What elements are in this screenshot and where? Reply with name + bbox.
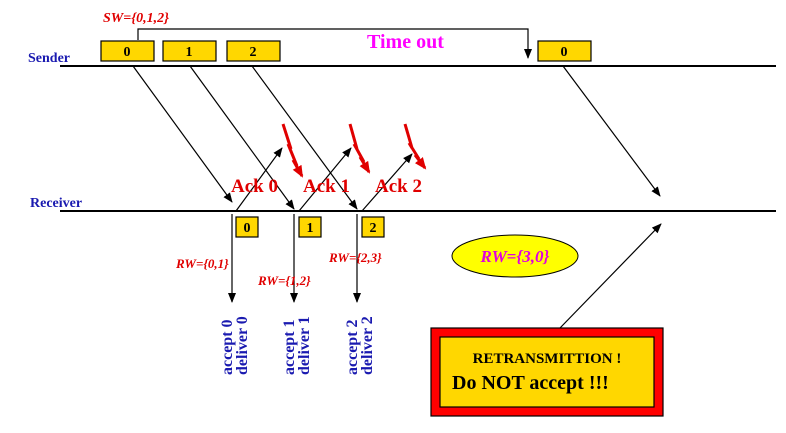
deliver-label-1: deliver 1 <box>296 316 313 375</box>
transmit-arrow-0 <box>132 65 233 203</box>
retransmit-arrow-0 <box>562 65 661 197</box>
receiver-packet-0-label: 0 <box>244 221 251 236</box>
ack-label-2: Ack 2 <box>375 176 422 197</box>
ack-arrow-2 <box>361 153 413 212</box>
retransmission-alert-box: RETRANSMITTION ! Do NOT accept !!! <box>430 327 664 417</box>
sender-packet-2-label: 2 <box>250 45 257 60</box>
lightning-icon <box>281 123 304 178</box>
receiver-packet-2: 2 <box>361 216 385 238</box>
receiver-packet-2-label: 2 <box>370 221 377 236</box>
ack-label-0: Ack 0 <box>231 176 278 197</box>
receiver-window-label-0: RW={0,1} <box>175 256 229 271</box>
accept-label-0: accept 0 <box>219 319 236 375</box>
accept-label-2: accept 2 <box>344 319 361 375</box>
ack-arrow-0 <box>235 147 283 212</box>
receiver-label: Receiver <box>30 196 82 211</box>
transmit-arrow-1 <box>189 65 295 210</box>
sender-window-label: SW={0,1,2} <box>103 11 169 26</box>
deliver-label-2: deliver 2 <box>359 316 376 375</box>
transmit-arrow-2 <box>251 65 358 210</box>
sender-packet-2: 2 <box>226 40 281 62</box>
receiver-packet-0: 0 <box>235 216 259 238</box>
deliver-label-0: deliver 0 <box>234 316 251 375</box>
accept-label-1: accept 1 <box>281 319 298 375</box>
current-rw-label: RW={3,0} <box>480 247 550 266</box>
sender-packet-0-label: 0 <box>124 45 131 60</box>
lightning-icon <box>403 123 427 170</box>
sender-packet-1-label: 1 <box>186 45 193 60</box>
ack-label-1: Ack 1 <box>303 176 350 197</box>
alert-pointer-arrow <box>559 223 662 329</box>
retransmitted-packet-label: 0 <box>561 45 568 60</box>
sender-label: Sender <box>28 51 70 66</box>
sender-packet-1: 1 <box>162 40 217 62</box>
receiver-window-label-2: RW={2,3} <box>328 250 382 265</box>
current-rw-oval <box>451 234 579 278</box>
lightning-icon <box>348 123 371 174</box>
alert-line-1: RETRANSMITTION ! <box>473 351 622 367</box>
retransmitted-packet-0: 0 <box>537 40 592 62</box>
sender-packet-0: 0 <box>100 40 155 62</box>
ack-arrow-1 <box>298 147 352 212</box>
timeout-bracket <box>137 28 532 59</box>
alert-line-2: Do NOT accept !!! <box>452 372 609 394</box>
receiver-window-label-1: RW={1,2} <box>257 273 311 288</box>
receiver-packet-1-label: 1 <box>307 221 314 236</box>
timeout-label: Time out <box>367 31 444 53</box>
receiver-packet-1: 1 <box>298 216 322 238</box>
